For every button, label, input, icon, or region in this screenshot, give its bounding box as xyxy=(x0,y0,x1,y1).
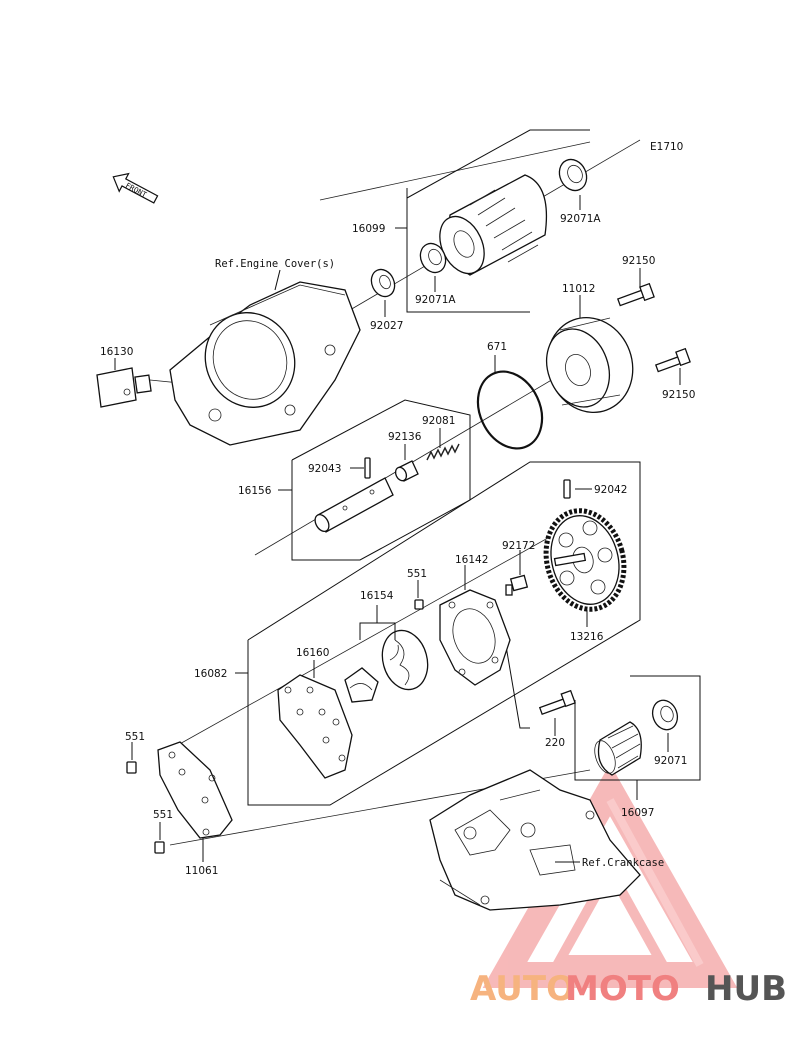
label-92150-bottom: 92150 xyxy=(662,389,695,401)
label-551-left-top: 551 xyxy=(125,731,145,743)
part-92071A-top xyxy=(558,158,588,192)
part-16097-strainer xyxy=(594,721,642,776)
front-marker-text: FRONT xyxy=(124,181,149,200)
crankcase xyxy=(429,769,641,911)
part-92150-bolt-bottom xyxy=(654,347,691,373)
label-220: 220 xyxy=(545,737,565,749)
watermark-moto: MOTO xyxy=(565,969,680,1009)
part-220-bolt xyxy=(538,689,576,716)
part-16154-rotors xyxy=(344,629,429,703)
part-92172-bolt xyxy=(505,574,529,596)
leader-engine-cover xyxy=(274,269,281,291)
part-11061-gasket xyxy=(157,741,233,839)
part-16142-pump-body xyxy=(439,589,511,686)
label-92150-top: 92150 xyxy=(622,255,655,267)
label-92071: 92071 xyxy=(654,755,687,767)
part-13216-gear xyxy=(543,508,627,612)
label-13216: 13216 xyxy=(570,631,604,643)
label-16082: 16082 xyxy=(194,668,227,680)
part-16099-oil-filter xyxy=(439,174,548,276)
label-92081: 92081 xyxy=(422,415,455,427)
label-16156: 16156 xyxy=(238,485,272,497)
engine-cover xyxy=(169,281,361,446)
label-16130: 16130 xyxy=(100,346,133,358)
label-11012: 11012 xyxy=(562,283,595,295)
label-16160: 16160 xyxy=(296,647,329,659)
watermark-hub: HUB xyxy=(705,969,787,1009)
watermark-auto: AUTO xyxy=(470,969,575,1009)
label-16099: 16099 xyxy=(352,223,385,235)
bracket-220 xyxy=(504,639,530,729)
part-551-left-bottom xyxy=(154,841,165,854)
watermark-text: AUTO MOTO HUB xyxy=(470,969,787,1009)
label-92071A-top: 92071A xyxy=(560,213,601,225)
part-92081-spring xyxy=(426,443,460,461)
label-92043: 92043 xyxy=(308,463,341,475)
label-551-mid: 551 xyxy=(407,568,427,580)
part-551-mid-dowel xyxy=(414,599,424,610)
label-92027: 92027 xyxy=(370,320,403,332)
bracket-16099-top xyxy=(406,129,590,199)
label-92172: 92172 xyxy=(502,540,535,552)
label-551-left-bottom: 551 xyxy=(153,809,173,821)
label-92042: 92042 xyxy=(594,484,627,496)
label-671: 671 xyxy=(487,341,507,353)
label-E1710: E1710 xyxy=(650,141,683,153)
bracket-16099 xyxy=(406,188,530,313)
label-16097: 16097 xyxy=(621,807,654,819)
axis-line-pump-upper xyxy=(159,519,581,756)
front-direction-marker: FRONT xyxy=(112,172,159,204)
part-92136-collar xyxy=(394,460,419,482)
part-671-o-ring xyxy=(476,370,544,450)
part-92150-bolt-top xyxy=(616,282,655,307)
part-92071A-bottom xyxy=(419,242,447,274)
label-16142: 16142 xyxy=(455,554,488,566)
part-92027-seal xyxy=(370,268,396,298)
label-92136: 92136 xyxy=(388,431,422,443)
bracket-16097 xyxy=(574,675,701,781)
part-92071-seal xyxy=(651,699,679,731)
part-92043-pin xyxy=(364,457,371,479)
part-16160-cover xyxy=(277,674,353,779)
bracket-16082 xyxy=(247,461,641,806)
part-92042-pin xyxy=(563,479,571,499)
part-11012-filter-cover xyxy=(546,317,634,413)
part-551-left-top xyxy=(126,761,137,774)
part-16130-plug xyxy=(96,367,152,408)
ref-crankcase: Ref.Crankcase xyxy=(582,857,664,869)
label-92071A-bottom: 92071A xyxy=(415,294,456,306)
part-16156-shaft xyxy=(314,477,394,533)
label-16154: 16154 xyxy=(360,590,394,602)
ref-engine-cover: Ref.Engine Cover(s) xyxy=(215,258,335,270)
label-11061: 11061 xyxy=(185,865,218,877)
